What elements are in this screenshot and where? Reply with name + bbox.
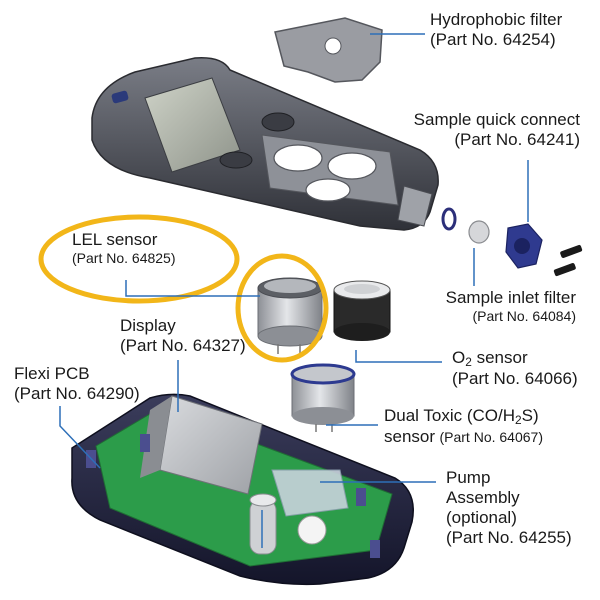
leader-lel-sensor <box>125 280 260 297</box>
sample-inlet-filter-name: Sample inlet filter <box>445 288 576 307</box>
label-pump-assembly: Pump Assembly (optional) (Part No. 64255… <box>446 468 572 548</box>
o2-sensor-name: O2 sensor <box>452 348 528 369</box>
hydrophobic-filter-part-no: (Part No. 64254) <box>430 30 556 50</box>
base-housing-part <box>71 393 414 586</box>
flexi-pcb-part-no: (Part No. 64290) <box>14 384 140 404</box>
pump-assembly-line1: Pump <box>446 468 491 487</box>
flexi-pcb-name: Flexi PCB <box>14 364 90 383</box>
sample-inlet-filter-part-no: (Part No. 64084) <box>472 308 577 325</box>
dual-toxic-name: Dual Toxic (CO/H2S) <box>384 406 539 427</box>
label-display: Display (Part No. 64327) <box>120 316 246 356</box>
pump-assembly-line3: (optional) <box>446 508 517 528</box>
display-part-no: (Part No. 64327) <box>120 336 246 356</box>
label-lel-sensor: LEL sensor (Part No. 64825) <box>72 230 176 267</box>
label-hydrophobic-filter: Hydrophobic filter (Part No. 64254) <box>430 10 562 50</box>
dual-toxic-sensor-part <box>290 363 356 432</box>
leader-lines <box>59 33 529 548</box>
top-housing-part <box>91 57 439 231</box>
label-sample-quick-connect: Sample quick connect (Part No. 64241) <box>414 110 580 150</box>
leader-o2-sensor <box>355 350 442 363</box>
o2-sensor-part <box>333 280 391 341</box>
label-flexi-pcb: Flexi PCB (Part No. 64290) <box>14 364 140 404</box>
display-name: Display <box>120 316 176 335</box>
sample-quick-connect-part <box>441 207 583 277</box>
label-sample-inlet-filter: Sample inlet filter (Part No. 64084) <box>446 288 576 325</box>
sample-quick-connect-name: Sample quick connect <box>413 110 580 129</box>
hydrophobic-filter-name: Hydrophobic filter <box>430 10 563 29</box>
label-o2-sensor: O2 sensor (Part No. 64066) <box>452 348 578 389</box>
lel-sensor-part-no: (Part No. 64825) <box>72 250 176 267</box>
lel-sensor-part <box>257 277 323 354</box>
lel-label-highlight-ring <box>38 214 240 304</box>
pump-assembly-part-no: (Part No. 64255) <box>446 528 572 548</box>
dual-toxic-part-no: (Part No. 64067) <box>439 429 543 446</box>
lel-sensor-name: LEL sensor <box>72 230 158 249</box>
dual-toxic-line2: sensor (Part No. 64067) <box>384 427 543 447</box>
leader-flexi-pcb <box>59 406 101 469</box>
pump-assembly-line2: Assembly <box>446 488 520 508</box>
hydrophobic-filter-part <box>274 17 383 83</box>
o2-sensor-part-no: (Part No. 64066) <box>452 369 578 389</box>
lel-highlight-ring <box>235 253 329 363</box>
sample-quick-connect-part-no: (Part No. 64241) <box>454 130 580 150</box>
label-dual-toxic: Dual Toxic (CO/H2S) sensor (Part No. 640… <box>384 406 543 448</box>
